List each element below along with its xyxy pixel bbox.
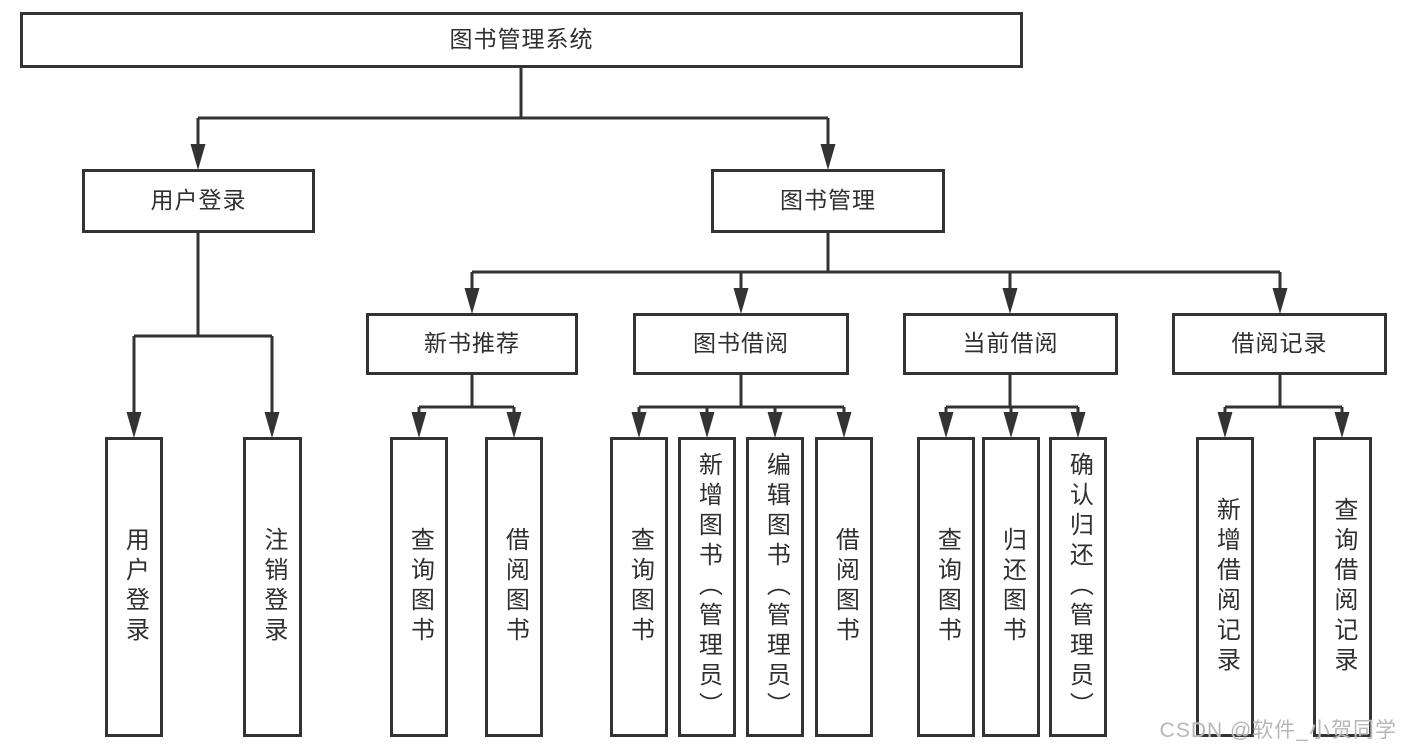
node-label: 查询图书 (406, 527, 434, 647)
leaf-user-login: 用户登录 (105, 437, 163, 737)
leaf-add-borrow-record: 新增借阅记录 (1196, 437, 1254, 737)
node-label: 查询图书 (933, 527, 961, 647)
arrowheads (126, 144, 1350, 438)
node-label: 查询图书 (626, 527, 654, 647)
node-book-management: 图书管理 (711, 169, 945, 233)
node-current-borrowing: 当前借阅 (903, 313, 1118, 375)
leaf-query-books-borrowing: 查询图书 (610, 437, 668, 737)
node-label: 编辑图书（管理员） (762, 452, 790, 722)
node-label: 图书管理 (780, 187, 876, 214)
node-label: 归还图书 (998, 527, 1026, 647)
watermark: CSDN @软件_小贺同学 (1159, 719, 1397, 742)
node-label: 新增图书（管理员） (694, 452, 722, 722)
node-label: 图书借阅 (693, 330, 789, 357)
node-label: 新书推荐 (424, 330, 520, 357)
node-label: 新增借阅记录 (1212, 497, 1240, 677)
node-label: 确认归还（管理员） (1065, 452, 1093, 722)
leaf-add-books-admin: 新增图书（管理员） (678, 437, 736, 737)
leaf-query-books-recommend: 查询图书 (390, 437, 448, 737)
node-label: 借阅图书 (831, 527, 859, 647)
node-label: 借阅记录 (1231, 330, 1328, 357)
node-label: 用户登录 (150, 187, 247, 214)
node-user-login: 用户登录 (82, 169, 315, 233)
leaf-edit-books-admin: 编辑图书（管理员） (746, 437, 804, 737)
leaf-query-borrow-record: 查询借阅记录 (1313, 437, 1372, 737)
leaf-query-books-current: 查询图书 (917, 437, 975, 737)
node-label: 用户登录 (121, 527, 149, 647)
node-label: 查询借阅记录 (1329, 497, 1357, 677)
node-label: 图书管理系统 (449, 26, 594, 53)
node-book-management-system: 图书管理系统 (20, 12, 1023, 68)
leaf-borrow-books-recommend: 借阅图书 (485, 437, 543, 737)
node-new-book-recommendation: 新书推荐 (366, 313, 578, 375)
node-book-borrowing: 图书借阅 (633, 313, 849, 375)
node-borrowing-records: 借阅记录 (1172, 313, 1387, 375)
leaf-return-books: 归还图书 (982, 437, 1040, 737)
leaf-confirm-return-admin: 确认归还（管理员） (1049, 437, 1107, 737)
leaf-borrow-books: 借阅图书 (815, 437, 873, 737)
node-label: 当前借阅 (962, 330, 1059, 357)
node-label: 借阅图书 (501, 527, 529, 647)
node-label: 注销登录 (259, 527, 287, 647)
leaf-logout: 注销登录 (243, 437, 302, 737)
